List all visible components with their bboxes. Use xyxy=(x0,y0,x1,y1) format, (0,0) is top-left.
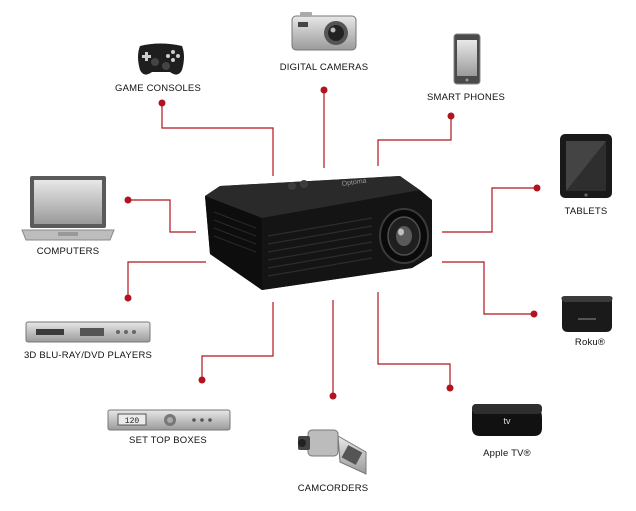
connector-computers xyxy=(128,199,196,233)
camcorder-icon xyxy=(298,429,367,475)
apple-tv-mark: tv xyxy=(503,416,511,426)
connector-dot-roku xyxy=(530,310,538,318)
bluray-player-icon xyxy=(25,321,151,343)
set-top-box-display: 120 xyxy=(125,417,140,426)
label-digital-cameras: DIGITAL CAMERAS xyxy=(279,62,369,73)
connector-tablets xyxy=(442,187,537,233)
connector-dot-computers xyxy=(124,196,132,204)
connector-dot-apple-tv xyxy=(446,384,454,392)
connector-dot-game-consoles xyxy=(158,99,166,107)
label-bluray: 3D BLU-RAY/DVD PLAYERS xyxy=(23,350,153,361)
projector-icon: Optoma xyxy=(205,176,432,290)
laptop-icon xyxy=(21,176,115,241)
label-roku: Roku® xyxy=(574,337,606,348)
label-set-top-boxes: SET TOP BOXES xyxy=(129,435,207,446)
camera-icon xyxy=(291,12,357,51)
gamepad-icon xyxy=(138,43,184,75)
connector-dot-bluray xyxy=(124,294,132,302)
connector-lines xyxy=(124,86,541,400)
smartphone-icon xyxy=(453,33,481,85)
apple-tv-icon: tv xyxy=(472,404,542,436)
connector-game-consoles xyxy=(161,103,274,176)
label-apple-tv: Apple TV® xyxy=(483,448,531,459)
connector-dot-digital-cameras xyxy=(320,86,328,94)
connector-bluray xyxy=(127,261,206,298)
label-camcorders: CAMCORDERS xyxy=(297,483,369,494)
connector-dot-camcorders xyxy=(329,392,337,400)
projector-brand: Optoma xyxy=(341,178,367,188)
label-tablets: TABLETS xyxy=(564,206,608,217)
connector-apple-tv xyxy=(377,292,451,388)
connector-dot-set-top-boxes xyxy=(198,376,206,384)
tablet-icon xyxy=(560,134,612,198)
connector-dot-tablets xyxy=(533,184,541,192)
label-smart-phones: SMART PHONES xyxy=(426,92,506,103)
connector-smart-phones xyxy=(377,116,452,166)
label-computers: COMPUTERS xyxy=(36,246,100,257)
label-game-consoles: GAME CONSOLES xyxy=(114,83,202,94)
set-top-box-icon: 120 xyxy=(107,409,231,431)
connector-set-top-boxes xyxy=(201,302,274,380)
roku-box-icon xyxy=(561,296,613,332)
connector-dot-smart-phones xyxy=(447,112,455,120)
connector-roku xyxy=(442,261,534,315)
